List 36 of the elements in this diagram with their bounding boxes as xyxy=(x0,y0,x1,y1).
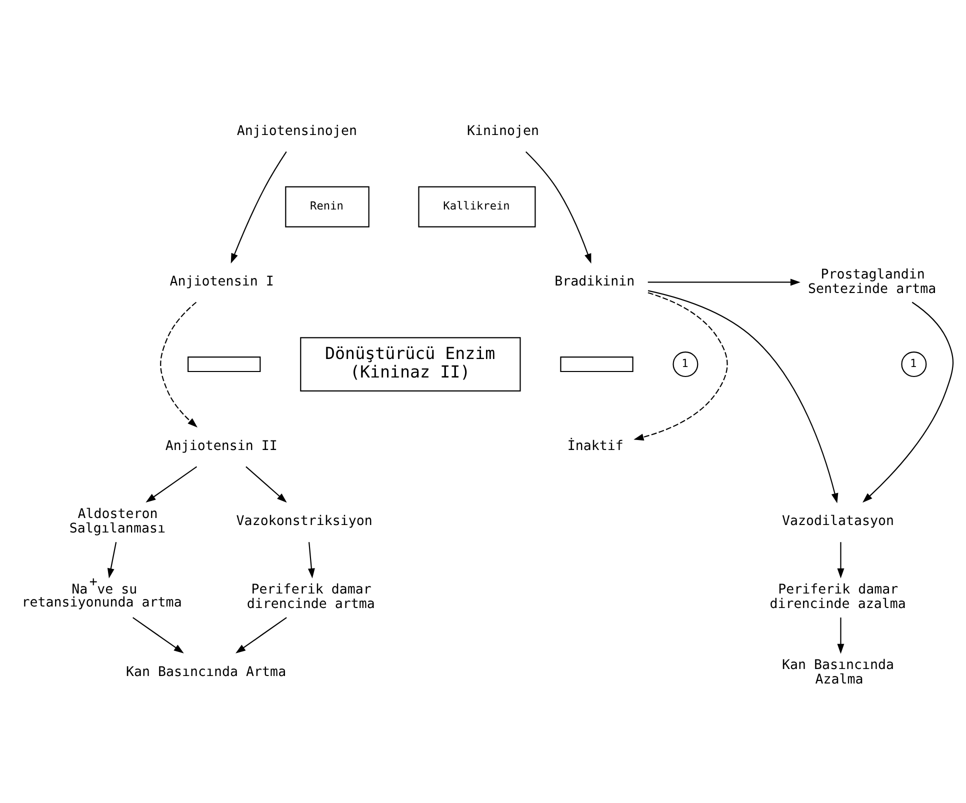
node-box: Renin xyxy=(285,186,370,227)
arrow xyxy=(862,301,954,502)
arrow xyxy=(634,292,728,440)
node-text: Periferik damar direncinde azalma xyxy=(770,582,906,612)
arrow xyxy=(236,616,287,653)
node-box: Dönüştürücü Enzim (Kininaz II) xyxy=(300,336,521,391)
arrow xyxy=(146,466,198,502)
node-text: Vazodilatasyon xyxy=(782,514,894,529)
arrow xyxy=(648,290,838,503)
node-circle: 1 xyxy=(901,351,927,377)
node-text: Kan Basıncında Azalma xyxy=(782,657,894,687)
arrow xyxy=(837,542,844,578)
arrow xyxy=(230,150,287,263)
node-text: Kan Basıncında Artma xyxy=(126,664,286,680)
node-circle: 1 xyxy=(672,351,698,377)
arrow xyxy=(525,150,592,264)
node-text: Bradikinin xyxy=(554,274,635,290)
arrow xyxy=(160,301,198,427)
arrow xyxy=(107,542,117,578)
node-text: Anjiotensin I xyxy=(170,274,274,290)
node-text: Vazokonstriksiyon xyxy=(236,514,372,529)
node-box xyxy=(188,356,261,372)
arrow xyxy=(246,466,287,502)
arrow xyxy=(308,542,315,578)
node-text: Prostaglandin Sentezinde artma xyxy=(808,266,936,296)
node-box: Kallikrein xyxy=(418,186,536,227)
arrow xyxy=(132,616,184,653)
node-text: Anjiotensinojen xyxy=(236,123,357,138)
node-text: Kininojen xyxy=(466,123,540,138)
node-box xyxy=(560,356,634,372)
node-text: Periferik damar direncinde artma xyxy=(246,582,375,612)
arrow xyxy=(837,617,844,654)
node-text: Anjiotensin II xyxy=(165,438,278,454)
arrow xyxy=(648,278,800,286)
node-text: Aldosteron Salgılanması xyxy=(69,506,166,536)
node-text: İnaktif xyxy=(567,438,624,454)
